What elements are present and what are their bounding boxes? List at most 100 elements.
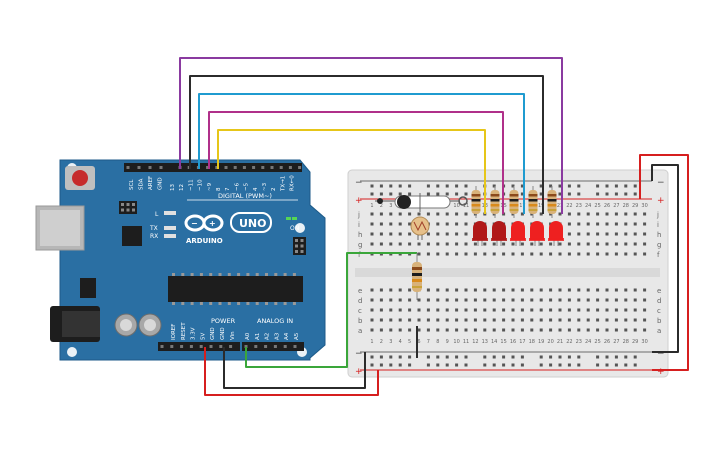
rail-hole[interactable] xyxy=(426,192,430,196)
terminal-hole[interactable] xyxy=(539,328,543,332)
rail-hole[interactable] xyxy=(502,355,506,359)
led[interactable] xyxy=(510,221,526,246)
terminal-hole[interactable] xyxy=(539,252,543,256)
terminal-hole[interactable] xyxy=(370,212,374,216)
rail-hole[interactable] xyxy=(596,363,600,367)
terminal-hole[interactable] xyxy=(379,242,383,246)
terminal-hole[interactable] xyxy=(596,212,600,216)
rail-hole[interactable] xyxy=(605,184,609,188)
header-pin[interactable] xyxy=(254,345,258,348)
temperature-sensor[interactable] xyxy=(375,195,468,209)
terminal-hole[interactable] xyxy=(605,328,609,332)
terminal-hole[interactable] xyxy=(567,232,571,236)
terminal-hole[interactable] xyxy=(643,222,647,226)
rail-hole[interactable] xyxy=(558,363,562,367)
terminal-hole[interactable] xyxy=(586,318,590,322)
rail-hole[interactable] xyxy=(624,192,628,196)
pulldown-resistor[interactable] xyxy=(412,253,422,300)
rail-hole[interactable] xyxy=(408,184,412,188)
terminal-hole[interactable] xyxy=(624,298,628,302)
header-pin[interactable] xyxy=(148,166,152,169)
terminal-hole[interactable] xyxy=(455,232,459,236)
terminal-hole[interactable] xyxy=(596,288,600,292)
header-pin[interactable] xyxy=(126,166,130,169)
rail-hole[interactable] xyxy=(633,192,637,196)
terminal-hole[interactable] xyxy=(549,288,553,292)
rail-hole[interactable] xyxy=(464,192,468,196)
terminal-hole[interactable] xyxy=(558,318,562,322)
terminal-hole[interactable] xyxy=(596,232,600,236)
terminal-hole[interactable] xyxy=(464,288,468,292)
terminal-hole[interactable] xyxy=(492,308,496,312)
rail-hole[interactable] xyxy=(426,184,430,188)
terminal-hole[interactable] xyxy=(567,328,571,332)
terminal-hole[interactable] xyxy=(370,232,374,236)
terminal-hole[interactable] xyxy=(624,212,628,216)
terminal-hole[interactable] xyxy=(633,288,637,292)
header-pin[interactable] xyxy=(137,166,141,169)
rail-hole[interactable] xyxy=(633,184,637,188)
terminal-hole[interactable] xyxy=(567,242,571,246)
terminal-hole[interactable] xyxy=(530,242,534,246)
terminal-hole[interactable] xyxy=(473,288,477,292)
terminal-hole[interactable] xyxy=(455,318,459,322)
rail-hole[interactable] xyxy=(483,355,487,359)
terminal-hole[interactable] xyxy=(436,298,440,302)
rail-hole[interactable] xyxy=(549,184,553,188)
terminal-hole[interactable] xyxy=(389,298,393,302)
terminal-hole[interactable] xyxy=(502,252,506,256)
terminal-hole[interactable] xyxy=(605,212,609,216)
terminal-hole[interactable] xyxy=(445,288,449,292)
rail-hole[interactable] xyxy=(511,363,515,367)
terminal-hole[interactable] xyxy=(567,318,571,322)
led-resistor[interactable] xyxy=(528,186,538,218)
rail-hole[interactable] xyxy=(511,355,515,359)
rail-hole[interactable] xyxy=(520,184,524,188)
terminal-hole[interactable] xyxy=(426,212,430,216)
header-pin[interactable] xyxy=(215,166,219,169)
terminal-hole[interactable] xyxy=(520,328,524,332)
rail-hole[interactable] xyxy=(398,192,402,196)
terminal-hole[interactable] xyxy=(511,288,515,292)
rail-hole[interactable] xyxy=(520,192,524,196)
terminal-hole[interactable] xyxy=(549,242,553,246)
rail-hole[interactable] xyxy=(539,192,543,196)
terminal-hole[interactable] xyxy=(577,222,581,226)
terminal-hole[interactable] xyxy=(370,298,374,302)
rail-hole[interactable] xyxy=(577,355,581,359)
header-pin[interactable] xyxy=(180,345,184,348)
terminal-hole[interactable] xyxy=(417,308,421,312)
terminal-hole[interactable] xyxy=(445,298,449,302)
led[interactable] xyxy=(491,221,507,246)
terminal-hole[interactable] xyxy=(633,232,637,236)
rail-hole[interactable] xyxy=(379,363,383,367)
rail-hole[interactable] xyxy=(614,184,618,188)
terminal-hole[interactable] xyxy=(408,318,412,322)
rail-hole[interactable] xyxy=(539,363,543,367)
rail-hole[interactable] xyxy=(436,363,440,367)
terminal-hole[interactable] xyxy=(567,222,571,226)
terminal-hole[interactable] xyxy=(389,308,393,312)
rail-hole[interactable] xyxy=(624,184,628,188)
terminal-hole[interactable] xyxy=(549,298,553,302)
terminal-hole[interactable] xyxy=(436,212,440,216)
header-pin[interactable] xyxy=(298,166,302,169)
terminal-hole[interactable] xyxy=(417,212,421,216)
rail-hole[interactable] xyxy=(436,355,440,359)
terminal-hole[interactable] xyxy=(464,242,468,246)
terminal-hole[interactable] xyxy=(539,242,543,246)
rail-hole[interactable] xyxy=(398,363,402,367)
terminal-hole[interactable] xyxy=(549,328,553,332)
terminal-hole[interactable] xyxy=(436,222,440,226)
terminal-hole[interactable] xyxy=(426,298,430,302)
rail-hole[interactable] xyxy=(426,363,430,367)
terminal-hole[interactable] xyxy=(426,318,430,322)
rail-hole[interactable] xyxy=(577,184,581,188)
terminal-hole[interactable] xyxy=(473,308,477,312)
terminal-hole[interactable] xyxy=(398,222,402,226)
rail-hole[interactable] xyxy=(492,355,496,359)
terminal-hole[interactable] xyxy=(577,252,581,256)
terminal-hole[interactable] xyxy=(586,298,590,302)
header-pin[interactable] xyxy=(293,345,297,348)
terminal-hole[interactable] xyxy=(605,298,609,302)
